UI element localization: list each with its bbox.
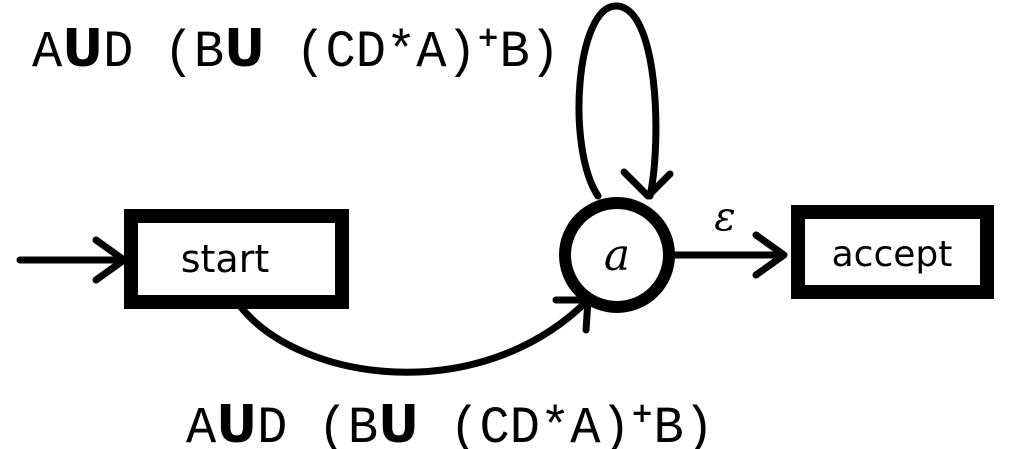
accept-node: accept: [791, 205, 994, 299]
accept-node-label: accept: [832, 234, 953, 275]
start-to-a-label-b: B): [654, 399, 714, 449]
start-node: start: [124, 209, 349, 309]
union-symbol: U: [216, 395, 257, 449]
start-to-a-label: AUD (BU (CD*A)+B): [186, 395, 714, 449]
start-node-label: start: [181, 237, 270, 281]
self-loop-label-cd: (CD*A): [265, 23, 477, 82]
initial-arrow: [16, 236, 128, 284]
union-symbol: U: [378, 395, 419, 449]
union-symbol: U: [62, 19, 103, 79]
state-a-node: a: [559, 197, 675, 313]
start-to-a-label-a: A: [186, 399, 217, 449]
start-to-a-label-cd: (CD*A): [419, 399, 631, 449]
start-to-a-edge: [236, 296, 592, 376]
self-loop-label: AUD (BU (CD*A)+B): [32, 19, 560, 82]
start-to-a-label-d: D (B: [257, 399, 378, 449]
state-a-label: a: [604, 230, 630, 281]
epsilon-label: ε: [714, 194, 735, 240]
self-loop-label-d: D (B: [103, 23, 224, 82]
self-loop-label-a: A: [32, 23, 63, 82]
self-loop-edge: [575, 2, 674, 200]
self-loop-label-b: B): [500, 23, 560, 82]
union-symbol: U: [224, 19, 265, 79]
plus-superscript: +: [631, 396, 654, 429]
a-to-accept-edge: ε: [668, 194, 788, 279]
plus-superscript: +: [477, 20, 500, 53]
